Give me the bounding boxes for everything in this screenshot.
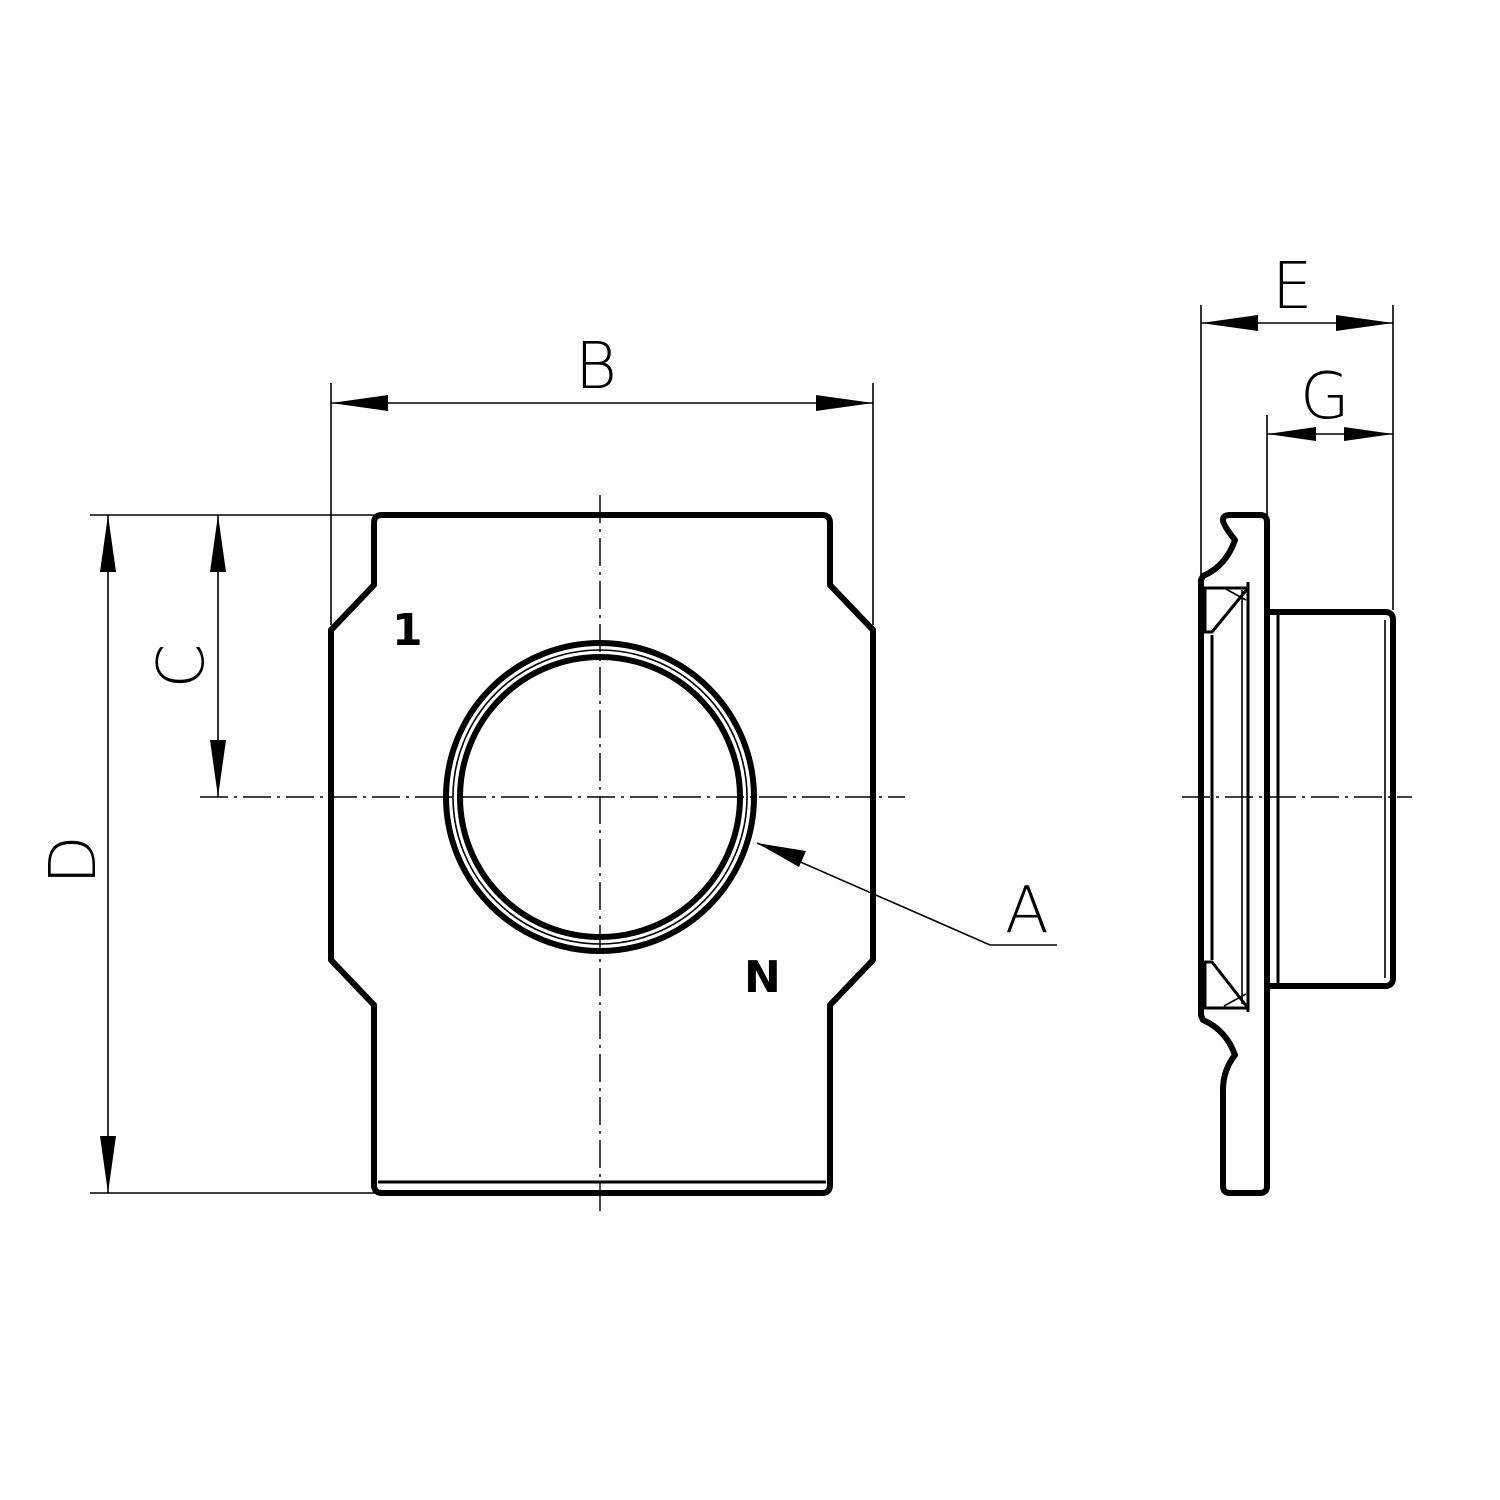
dimension-d-label: D: [37, 835, 111, 884]
dimension-c: C: [145, 515, 226, 797]
callout-a-label: A: [1005, 874, 1049, 948]
dimension-e-label: E: [1272, 250, 1312, 324]
marking-top-left: 1: [392, 605, 423, 656]
side-view: E G: [1182, 250, 1412, 1196]
dimension-c-label: C: [145, 644, 219, 689]
dimension-e: E: [1200, 250, 1394, 610]
dimension-g-label: G: [1300, 360, 1350, 434]
front-view: 1 N B D C: [37, 330, 1057, 1215]
dimension-d: D: [37, 514, 378, 1194]
callout-a: A: [756, 842, 1057, 948]
boss-profile: [1264, 609, 1396, 989]
dimension-b-label: B: [575, 330, 617, 404]
marking-bottom-right: N: [744, 952, 781, 1003]
flange-profile: [1198, 512, 1270, 1196]
dimension-b: B: [330, 330, 874, 625]
plate-outline: [328, 512, 876, 1196]
dimension-g: G: [1266, 360, 1393, 515]
